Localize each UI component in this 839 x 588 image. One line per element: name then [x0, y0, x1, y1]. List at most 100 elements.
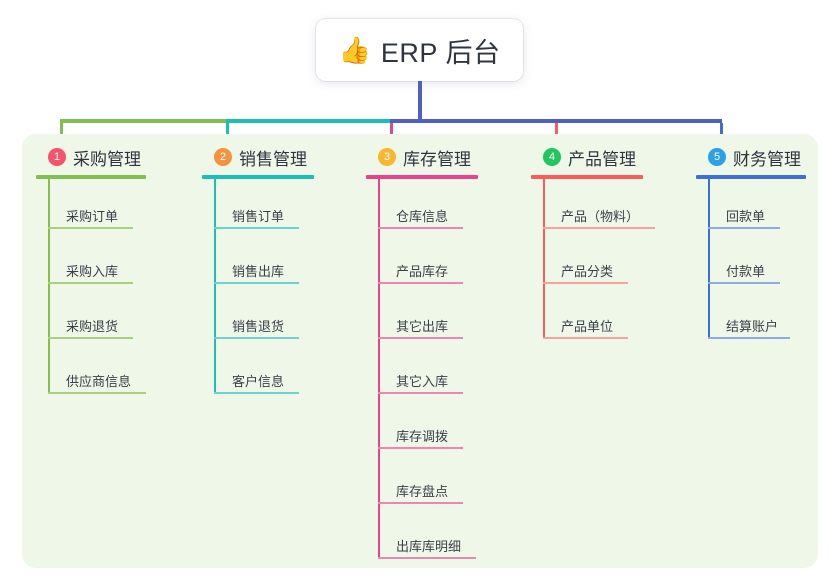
branch-item-label: 出库库明细 [396, 539, 462, 554]
branch-item-rule [708, 337, 790, 339]
branch-item[interactable]: 产品单位 [531, 289, 681, 344]
branch-item-rule [378, 447, 463, 449]
branch-item[interactable]: 销售订单 [202, 179, 352, 234]
branch-item-rule [378, 282, 463, 284]
branch-title-4: 产品管理 [568, 149, 636, 169]
branch-item-rule [378, 337, 463, 339]
root-node[interactable]: 👍 ERP 后台 [316, 19, 523, 81]
branch-item-label: 采购入库 [66, 264, 119, 279]
branch-item-label: 销售退货 [232, 319, 285, 334]
branch-item[interactable]: 出库库明细 [366, 509, 516, 564]
root-node-content: 👍 ERP 后台 [339, 31, 501, 70]
branch-column-4: 4 产品管理产品（物料） 产品分类产品单位 [531, 144, 681, 344]
branch-item[interactable]: 产品分类 [531, 234, 681, 289]
branch-badge-3: 3 [378, 148, 396, 166]
branch-item-rule [214, 282, 299, 284]
branch-item[interactable]: 采购退货 [36, 289, 191, 344]
branch-item[interactable]: 其它出库 [366, 289, 516, 344]
branch-item-label: 产品单位 [561, 319, 614, 334]
branch-item[interactable]: 销售出库 [202, 234, 352, 289]
branch-item-rule [708, 282, 780, 284]
branch-children-1: 采购订单采购入库采购退货供应商信息 [36, 179, 191, 399]
branch-item-rule [48, 227, 133, 229]
branch-item[interactable]: 采购入库 [36, 234, 191, 289]
branch-item-label: 采购订单 [66, 209, 119, 224]
branch-item-rule [543, 337, 628, 339]
branch-item-rule [48, 337, 133, 339]
branch-spine-2 [214, 179, 216, 394]
branch-header-rule-1 [36, 175, 146, 179]
connector-bar-segment-3 [390, 119, 722, 123]
branch-item-label: 仓库信息 [396, 209, 449, 224]
branch-children-4: 产品（物料） 产品分类产品单位 [531, 179, 681, 344]
branch-header-3[interactable]: 3 库存管理 [366, 144, 516, 170]
branch-item[interactable]: 产品库存 [366, 234, 516, 289]
branch-item[interactable]: 库存调拨 [366, 399, 516, 454]
branch-item-rule [378, 392, 463, 394]
branch-header-4[interactable]: 4 产品管理 [531, 144, 681, 170]
branch-item-label: 回款单 [726, 209, 766, 224]
branch-item-label: 销售出库 [232, 264, 285, 279]
branch-badge-4: 4 [543, 148, 561, 166]
branch-panel [22, 134, 818, 568]
branch-item-rule [214, 392, 299, 394]
branch-item-label: 其它入库 [396, 374, 449, 389]
branch-header-2[interactable]: 2 销售管理 [202, 144, 352, 170]
branch-item-label: 产品库存 [396, 264, 449, 279]
branch-title-5: 财务管理 [733, 149, 801, 169]
branch-badge-5: 5 [708, 148, 726, 166]
branch-badge-1: 1 [48, 148, 66, 166]
connector-bar-segment-2 [226, 119, 390, 123]
branch-item-label: 付款单 [726, 264, 766, 279]
branch-item-label: 结算账户 [726, 319, 779, 334]
branch-item-rule [543, 227, 655, 229]
branch-badge-2: 2 [214, 148, 232, 166]
branch-item[interactable]: 采购订单 [36, 179, 191, 234]
branch-item-label: 其它出库 [396, 319, 449, 334]
branch-item-label: 产品分类 [561, 264, 614, 279]
branch-item-rule [543, 282, 628, 284]
branch-spine-3 [378, 179, 380, 559]
branch-item[interactable]: 结算账户 [696, 289, 836, 344]
branch-header-rule-5 [696, 175, 806, 179]
branch-item-label: 供应商信息 [66, 374, 132, 389]
branch-header-rule-4 [531, 175, 643, 179]
branch-item-rule [378, 502, 463, 504]
root-node-title: ERP 后台 [380, 37, 501, 68]
branch-item[interactable]: 客户信息 [202, 344, 352, 399]
branch-item-label: 库存调拨 [396, 429, 449, 444]
branch-column-2: 2 销售管理销售订单销售出库销售退货客户信息 [202, 144, 352, 399]
branch-spine-1 [48, 179, 50, 394]
branch-item[interactable]: 供应商信息 [36, 344, 191, 399]
branch-item-rule [214, 227, 299, 229]
branch-children-2: 销售订单销售出库销售退货客户信息 [202, 179, 352, 399]
branch-item-label: 客户信息 [232, 374, 285, 389]
branch-item[interactable]: 库存盘点 [366, 454, 516, 509]
branch-item[interactable]: 产品（物料） [531, 179, 681, 234]
branch-item-label: 销售订单 [232, 209, 285, 224]
branch-item-label: 库存盘点 [396, 484, 449, 499]
branch-item-rule [48, 282, 133, 284]
branch-title-2: 销售管理 [239, 149, 307, 169]
branch-spine-5 [708, 179, 710, 339]
branch-children-5: 回款单付款单结算账户 [696, 179, 836, 344]
branch-item[interactable]: 回款单 [696, 179, 836, 234]
branch-item-rule [48, 392, 146, 394]
root-stem [418, 81, 422, 121]
branch-item[interactable]: 付款单 [696, 234, 836, 289]
branch-item[interactable]: 其它入库 [366, 344, 516, 399]
branch-header-rule-3 [366, 175, 478, 179]
branch-item[interactable]: 销售退货 [202, 289, 352, 344]
branch-spine-4 [543, 179, 545, 339]
branch-item-rule [214, 337, 299, 339]
branch-item-rule [378, 557, 476, 559]
branch-item[interactable]: 仓库信息 [366, 179, 516, 234]
branch-column-5: 5 财务管理回款单付款单结算账户 [696, 144, 836, 344]
branch-item-label: 产品（物料） [561, 209, 640, 224]
thumbs-up-icon: 👍 [338, 35, 371, 65]
branch-header-5[interactable]: 5 财务管理 [696, 144, 836, 170]
branch-title-3: 库存管理 [403, 149, 471, 169]
